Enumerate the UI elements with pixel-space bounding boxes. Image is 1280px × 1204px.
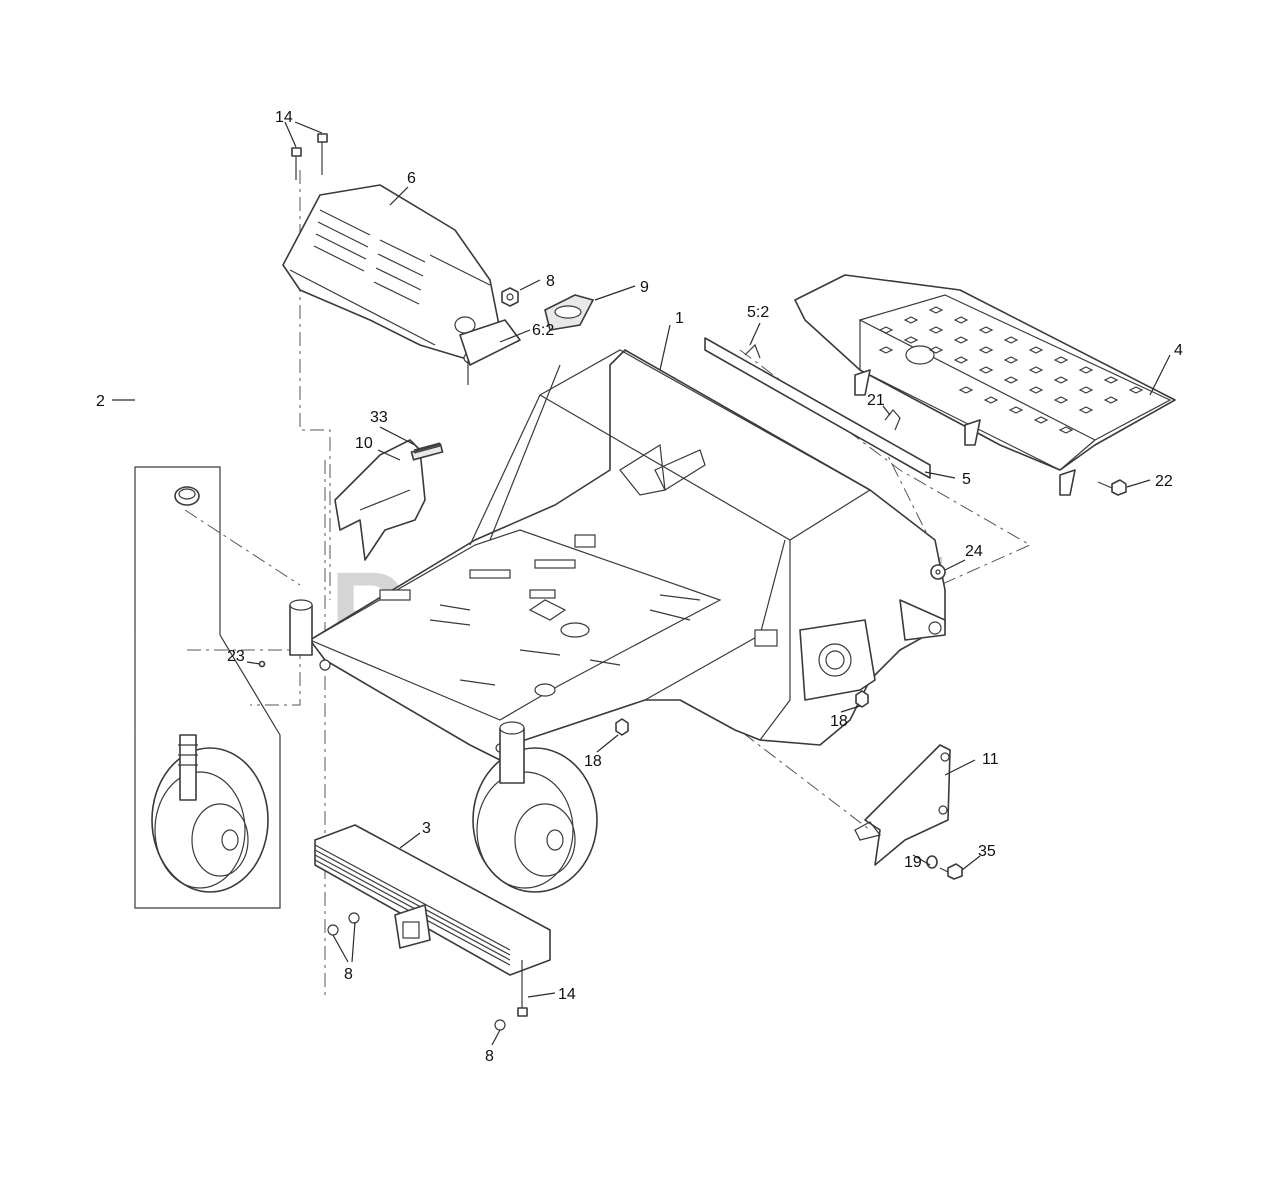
callout-23: 23 bbox=[227, 648, 245, 665]
callout-18-right: 18 bbox=[830, 713, 848, 730]
upper-shield bbox=[282, 184, 521, 385]
caster-wheel-front bbox=[472, 721, 598, 893]
decal-strip bbox=[410, 442, 444, 461]
caster-assembly-frame bbox=[134, 466, 281, 909]
callout-14-bottom: 14 bbox=[558, 986, 576, 1003]
callout-6: 6 bbox=[407, 170, 416, 187]
callout-1: 1 bbox=[675, 310, 684, 327]
callout-11: 11 bbox=[982, 751, 999, 768]
bolts-top bbox=[291, 133, 328, 180]
screw-22 bbox=[1097, 479, 1127, 496]
callout-22: 22 bbox=[1155, 473, 1173, 490]
callout-6-2: 6:2 bbox=[532, 322, 554, 339]
main-frame bbox=[308, 349, 946, 761]
rear-strip bbox=[704, 337, 931, 479]
washer-19 bbox=[926, 855, 938, 869]
callout-2: 2 bbox=[96, 393, 105, 410]
callout-33: 33 bbox=[370, 409, 388, 426]
clip bbox=[884, 409, 901, 431]
leader-lines bbox=[112, 121, 1171, 1046]
callout-35: 35 bbox=[978, 843, 996, 860]
caster-cap bbox=[174, 486, 200, 506]
callout-3: 3 bbox=[422, 820, 431, 837]
callout-5-2: 5:2 bbox=[747, 304, 769, 321]
right-bracket bbox=[854, 744, 951, 866]
pin-23 bbox=[258, 660, 266, 668]
callouts: 1 2 3 4 5 5:2 6 6:2 8 8 8 9 10 11 14 14 … bbox=[96, 109, 1183, 1065]
callout-21: 21 bbox=[867, 392, 885, 409]
callout-19: 19 bbox=[904, 854, 922, 871]
callout-4: 4 bbox=[1174, 342, 1183, 359]
callout-8-bottom-a: 8 bbox=[344, 966, 353, 983]
callout-24: 24 bbox=[965, 543, 983, 560]
callout-18-left: 18 bbox=[584, 753, 602, 770]
callout-9: 9 bbox=[640, 279, 649, 296]
foot-platform bbox=[794, 274, 1176, 496]
callout-8-top: 8 bbox=[546, 273, 555, 290]
caster-sleeve bbox=[289, 599, 313, 656]
bolt-35 bbox=[939, 863, 963, 880]
washer-24 bbox=[930, 564, 946, 580]
nut-18-right bbox=[855, 690, 869, 708]
nut-18-left bbox=[615, 718, 629, 736]
nut-top bbox=[501, 287, 519, 307]
callout-14-top: 14 bbox=[275, 109, 293, 126]
callout-8-bottom-b: 8 bbox=[485, 1048, 494, 1065]
caster-wheel-left bbox=[151, 734, 269, 893]
left-bracket bbox=[334, 439, 426, 561]
grommet bbox=[544, 294, 595, 331]
callout-5: 5 bbox=[962, 471, 971, 488]
callout-10: 10 bbox=[355, 435, 373, 452]
